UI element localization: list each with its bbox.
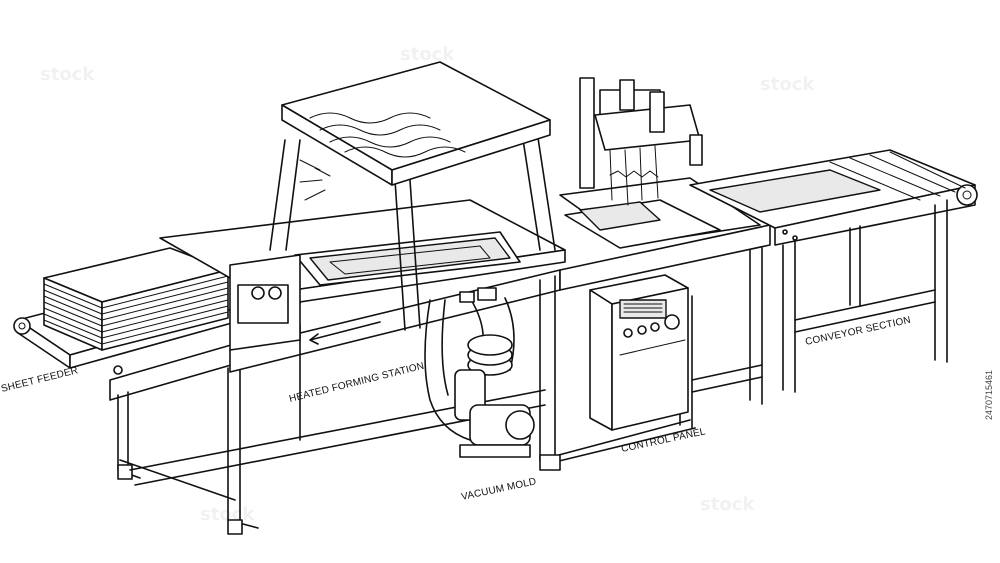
heated-forming-station-label: HEATED FORMING STATION [288,361,425,405]
panel-button [650,322,660,332]
conveyor-section [689,149,978,393]
watermark-text: stock [700,494,755,515]
stock-id-text: 2470715461 [984,370,994,420]
watermark-text: stock [760,74,815,95]
cutting-press-station [559,77,761,249]
panel-button [637,325,647,335]
conveyor-section-label: CONVEYOR SECTION [804,315,912,348]
heated-forming-station [159,61,566,351]
vacuum-mold [424,287,535,458]
control-panel-label: CONTROL PANEL [620,426,707,455]
emergency-stop-icon [664,314,680,330]
sheet-feeder-label: SHEET FEEDER [0,365,79,395]
panel-display [619,299,667,319]
vacuum-mold-label: VACUUM MOLD [460,476,537,503]
sheet-stack [43,247,229,351]
watermark-text: stock [400,44,455,65]
watermark-text: stock [40,64,95,85]
panel-button [623,328,633,338]
control-panel [589,274,689,431]
